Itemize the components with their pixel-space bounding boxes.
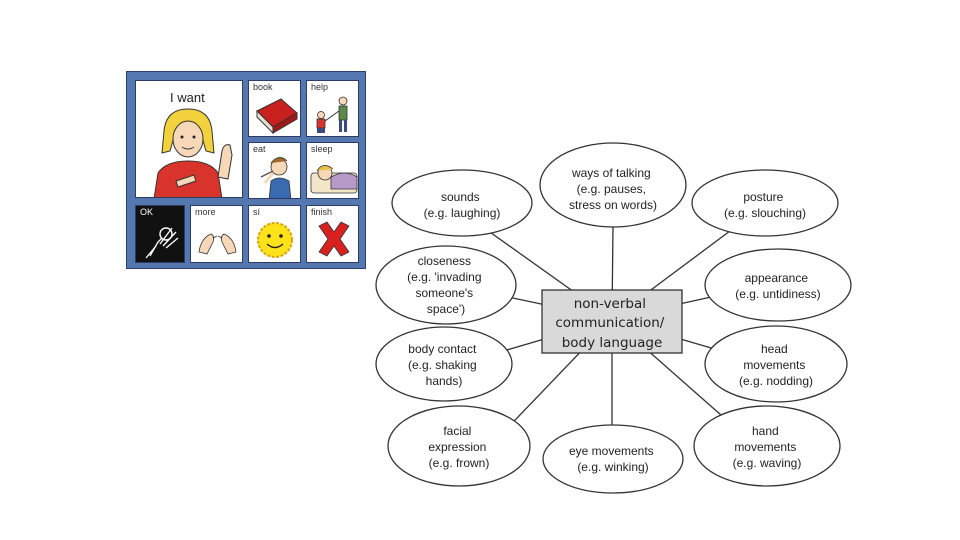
red-cross-icon xyxy=(318,221,350,257)
bubble-closeness xyxy=(375,245,517,325)
symbol-card-label: sleep xyxy=(311,144,333,154)
symbol-card-label: finish xyxy=(311,207,333,217)
ok-hand-sign-icon xyxy=(145,227,179,259)
bubble-hand-movements xyxy=(693,405,841,487)
bubble-sounds xyxy=(391,169,533,237)
book-icon xyxy=(256,98,298,135)
symbol-card-label: I want xyxy=(170,90,205,105)
bubble-head-movements xyxy=(704,325,848,403)
communication-board: I want book help eat xyxy=(126,71,366,269)
bubble-text-closeness: closeness (e.g. 'invading someone's spac… xyxy=(407,254,485,316)
symbol-card-si[interactable]: sí xyxy=(248,205,301,263)
bubble-text-ways-of-talking: ways of talking (e.g. pauses, stress on … xyxy=(569,166,657,212)
bubble-text-head-movements: head movements (e.g. nodding) xyxy=(739,342,813,388)
symbol-card-label: book xyxy=(253,82,273,92)
bubble-appearance xyxy=(704,248,852,322)
bubble-eye-movements xyxy=(542,424,684,494)
bubble-facial-expression xyxy=(387,405,531,487)
center-concept-text: non-verbal communication/ body language xyxy=(555,296,668,351)
bubble-body-contact xyxy=(375,326,513,402)
helping-people-icon xyxy=(316,96,348,133)
center-concept-box xyxy=(541,289,683,354)
symbol-card-ok[interactable]: OK xyxy=(135,205,185,263)
symbol-card-more[interactable]: more xyxy=(190,205,243,263)
bubble-ways-of-talking xyxy=(539,142,687,228)
bubble-text-appearance: appearance (e.g. untidiness) xyxy=(735,271,820,301)
symbol-card-sleep[interactable]: sleep xyxy=(306,142,359,199)
symbol-card-eat[interactable]: eat xyxy=(248,142,301,199)
symbol-card-finish[interactable]: finish xyxy=(306,205,359,263)
symbol-card-label: eat xyxy=(253,144,266,154)
symbol-card-book[interactable]: book xyxy=(248,80,301,137)
symbol-card-help[interactable]: help xyxy=(306,80,359,137)
person-eating-icon xyxy=(260,157,292,198)
bubble-text-hand-movements: hand movements (e.g. waving) xyxy=(733,424,802,470)
symbol-card-label: more xyxy=(195,207,216,217)
bubble-text-eye-movements: eye movements (e.g. winking) xyxy=(569,444,657,474)
smiley-face-icon xyxy=(257,222,293,258)
symbol-card-i-want[interactable]: I want xyxy=(135,80,243,198)
bubble-text-posture: posture (e.g. slouching) xyxy=(724,190,806,220)
person-sleeping-icon xyxy=(310,165,358,194)
bubble-text-body-contact: body contact (e.g. shaking hands) xyxy=(408,342,480,388)
bubble-text-sounds: sounds (e.g. laughing) xyxy=(424,190,501,220)
symbol-card-label: sí xyxy=(253,207,261,217)
bubble-posture xyxy=(691,169,839,237)
girl-pointing-icon xyxy=(153,108,233,197)
hands-together-icon xyxy=(198,233,237,255)
bubble-text-facial-expression: facial expression (e.g. frown) xyxy=(428,424,489,470)
symbol-card-label: OK xyxy=(140,207,154,217)
symbol-card-label: help xyxy=(311,82,329,92)
